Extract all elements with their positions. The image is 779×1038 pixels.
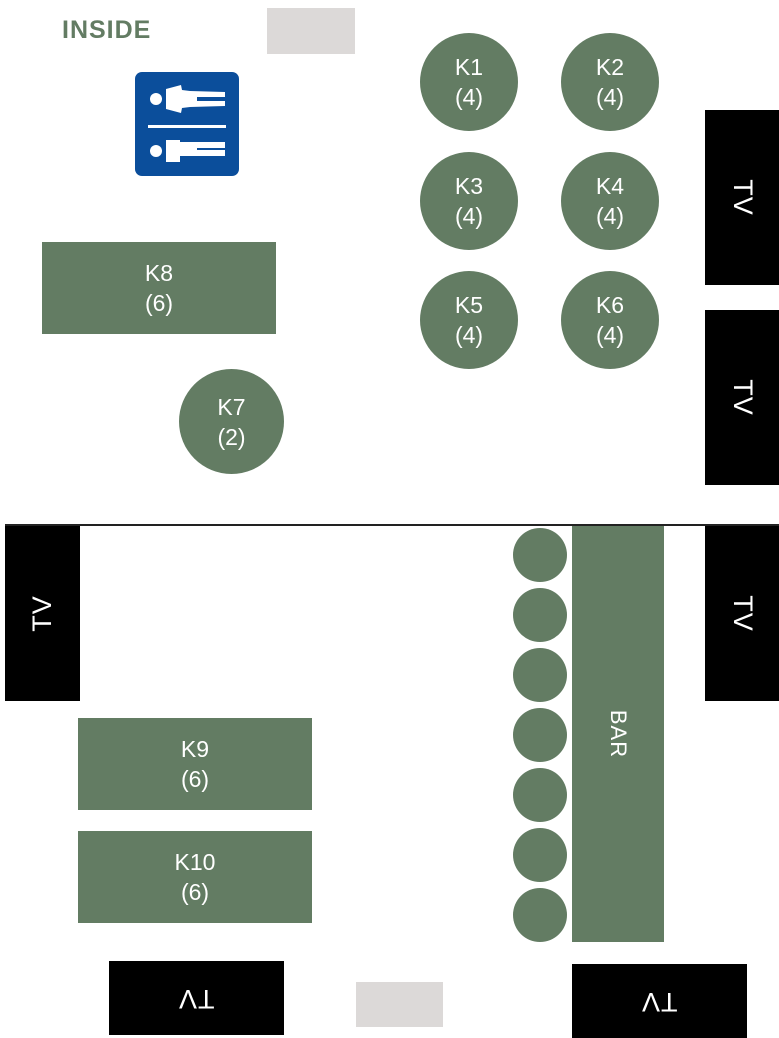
table-k2[interactable]: K2 (4)	[561, 33, 659, 131]
table-k4[interactable]: K4 (4)	[561, 152, 659, 250]
table-seats: (4)	[595, 203, 625, 229]
table-id: K4	[595, 173, 625, 199]
table-seats: (2)	[217, 423, 246, 450]
tv-label: TV	[178, 983, 215, 1014]
bar-label: BAR	[606, 709, 631, 759]
table-k9[interactable]: K9 (6)	[78, 718, 312, 810]
tv-right-1: TV	[705, 110, 779, 285]
tv-label: TV	[727, 595, 758, 632]
table-id: K5	[454, 292, 484, 318]
table-k6[interactable]: K6 (4)	[561, 271, 659, 369]
table-seats: (4)	[454, 203, 484, 229]
table-k5[interactable]: K5 (4)	[420, 271, 518, 369]
table-seats: (6)	[180, 879, 210, 905]
room-divider	[5, 524, 779, 526]
bar-counter: BAR	[572, 526, 664, 942]
table-k1[interactable]: K1 (4)	[420, 33, 518, 131]
table-id: K6	[595, 292, 625, 318]
table-k8[interactable]: K8 (6)	[42, 242, 276, 334]
placeholder-box-top	[267, 8, 355, 54]
bar-stool[interactable]	[513, 528, 567, 582]
table-k10[interactable]: K10 (6)	[78, 831, 312, 923]
tv-right-2: TV	[705, 310, 779, 485]
table-id: K10	[174, 849, 216, 875]
bar-stool[interactable]	[513, 588, 567, 642]
tv-bottom-left: TV	[109, 961, 284, 1035]
tv-label: TV	[641, 986, 678, 1017]
bar-stool[interactable]	[513, 708, 567, 762]
tv-label: TV	[727, 179, 758, 216]
bar-stool[interactable]	[513, 648, 567, 702]
table-k7[interactable]: K7 (2)	[179, 369, 284, 474]
bar-stool[interactable]	[513, 768, 567, 822]
table-seats: (4)	[454, 322, 484, 348]
table-id: K1	[454, 54, 484, 80]
table-seats: (4)	[454, 84, 484, 110]
tv-right-3: TV	[705, 526, 779, 701]
table-k3[interactable]: K3 (4)	[420, 152, 518, 250]
floor-title: INSIDE	[62, 16, 152, 44]
table-seats: (4)	[595, 84, 625, 110]
tv-label: TV	[26, 595, 57, 632]
table-id: K8	[144, 260, 174, 286]
table-seats: (6)	[144, 290, 174, 316]
bar-stool[interactable]	[513, 888, 567, 942]
tv-bottom-right: TV	[572, 964, 747, 1038]
tv-left: TV	[5, 526, 80, 701]
placeholder-box-bottom	[356, 982, 443, 1027]
table-id: K9	[180, 736, 210, 762]
table-seats: (6)	[180, 766, 210, 792]
table-seats: (4)	[595, 322, 625, 348]
bar-stool[interactable]	[513, 828, 567, 882]
restroom-icon	[135, 72, 239, 176]
tv-label: TV	[727, 379, 758, 416]
table-id: K7	[217, 393, 246, 420]
table-id: K2	[595, 54, 625, 80]
table-id: K3	[454, 173, 484, 199]
